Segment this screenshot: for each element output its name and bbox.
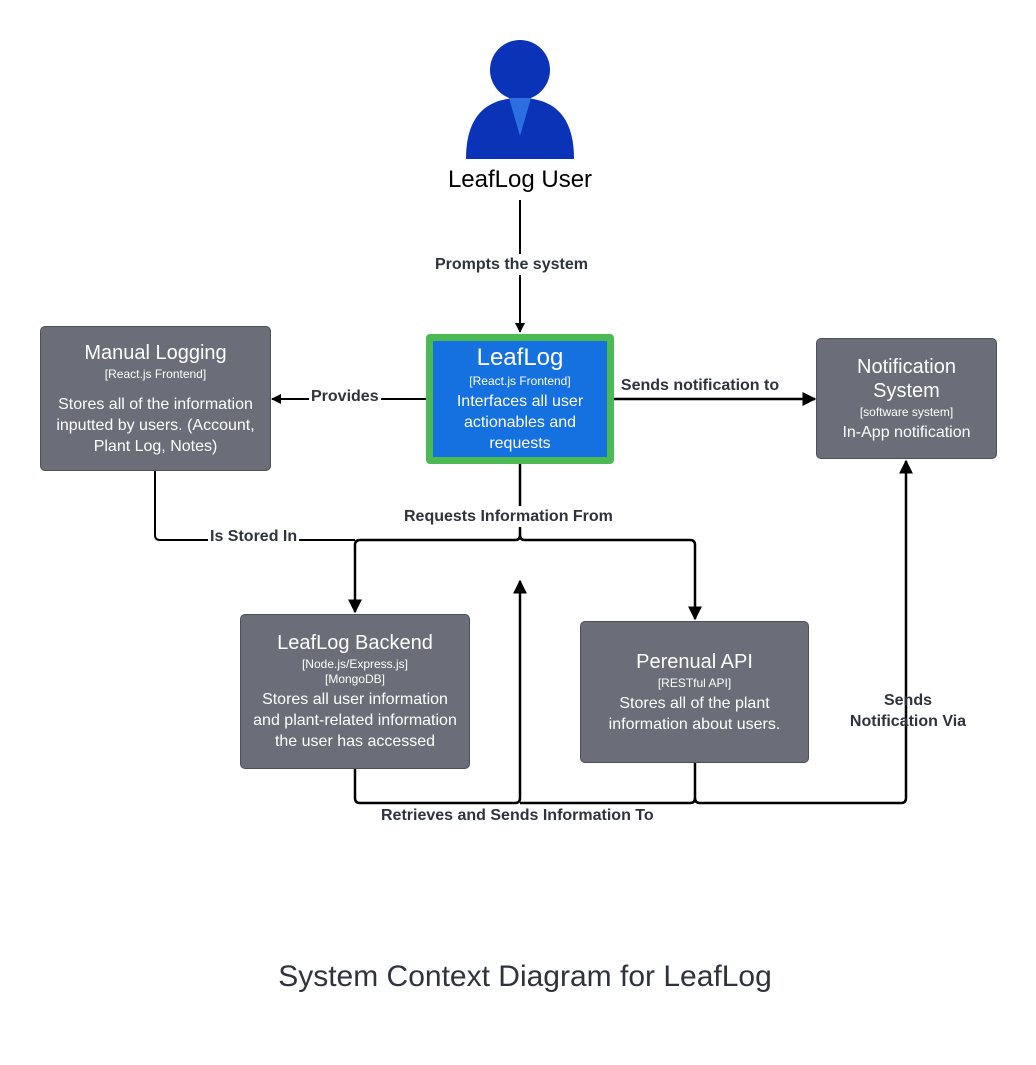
edge-retrieves-line-right [520, 763, 697, 805]
backend-description: Stores all user information and plant-re… [253, 691, 457, 750]
notification-system-tech: [software system] [859, 404, 954, 419]
backend-tech-db: [MongoDB] [324, 672, 386, 686]
edge-requests-info-line-left [348, 463, 522, 614]
person-icon [466, 40, 574, 159]
manual-logging-title: Manual Logging [84, 341, 227, 364]
perenual-api-description: Stores all of the plant information abou… [608, 694, 781, 733]
manual-logging-description: Stores all of the information inputted b… [56, 395, 255, 455]
notification-system-description: In-App notification [842, 423, 971, 441]
edge-label-sends-notification-via: Sends Notification Via [849, 692, 967, 730]
perenual-api-tech: [RESTful API] [657, 675, 732, 690]
backend-title: LeafLog Backend [277, 632, 433, 654]
perenual-api-title: Perenual API [636, 650, 753, 673]
leaflog-tech: [React.js Frontend] [469, 374, 571, 388]
notification-system-title: Notification System [857, 355, 956, 402]
leaflog-backend-box[interactable]: LeafLog Backend [Node.js/Express.js] [Mo… [240, 614, 470, 769]
diagram-caption: System Context Diagram for LeafLog [278, 960, 772, 993]
edge-retrieves-line [353, 579, 527, 805]
leaflog-title: LeafLog [476, 344, 564, 371]
leaflog-system-box[interactable]: LeafLog [React.js Frontend] Interfaces a… [426, 334, 614, 464]
person-name: LeafLog User [447, 166, 593, 193]
edge-label-is-stored-in: Is Stored In [208, 526, 300, 547]
edge-label-provides: Provides [309, 386, 381, 407]
leaflog-description: Interfaces all user actionables and requ… [456, 393, 584, 452]
manual-logging-box[interactable]: Manual Logging [React.js Frontend] Store… [40, 326, 271, 471]
edge-requests-info-line-right [518, 534, 702, 621]
backend-tech: [Node.js/Express.js] [301, 657, 409, 671]
perenual-api-box[interactable]: Perenual API [RESTful API] Stores all of… [580, 621, 809, 763]
edge-sends-notification-via-line [693, 459, 913, 805]
edge-label-sends-notification: Sends notification to [618, 375, 782, 396]
edge-label-requests-info: Requests Information From [402, 506, 615, 527]
edge-label-prompts: Prompts the system [433, 254, 590, 275]
manual-logging-tech: [React.js Frontend] [104, 366, 207, 381]
notification-system-box[interactable]: Notification System [software system] In… [816, 338, 997, 459]
edge-is-stored-in-line [154, 471, 355, 541]
edge-label-retrieves-sends: Retrieves and Sends Information To [379, 805, 656, 826]
